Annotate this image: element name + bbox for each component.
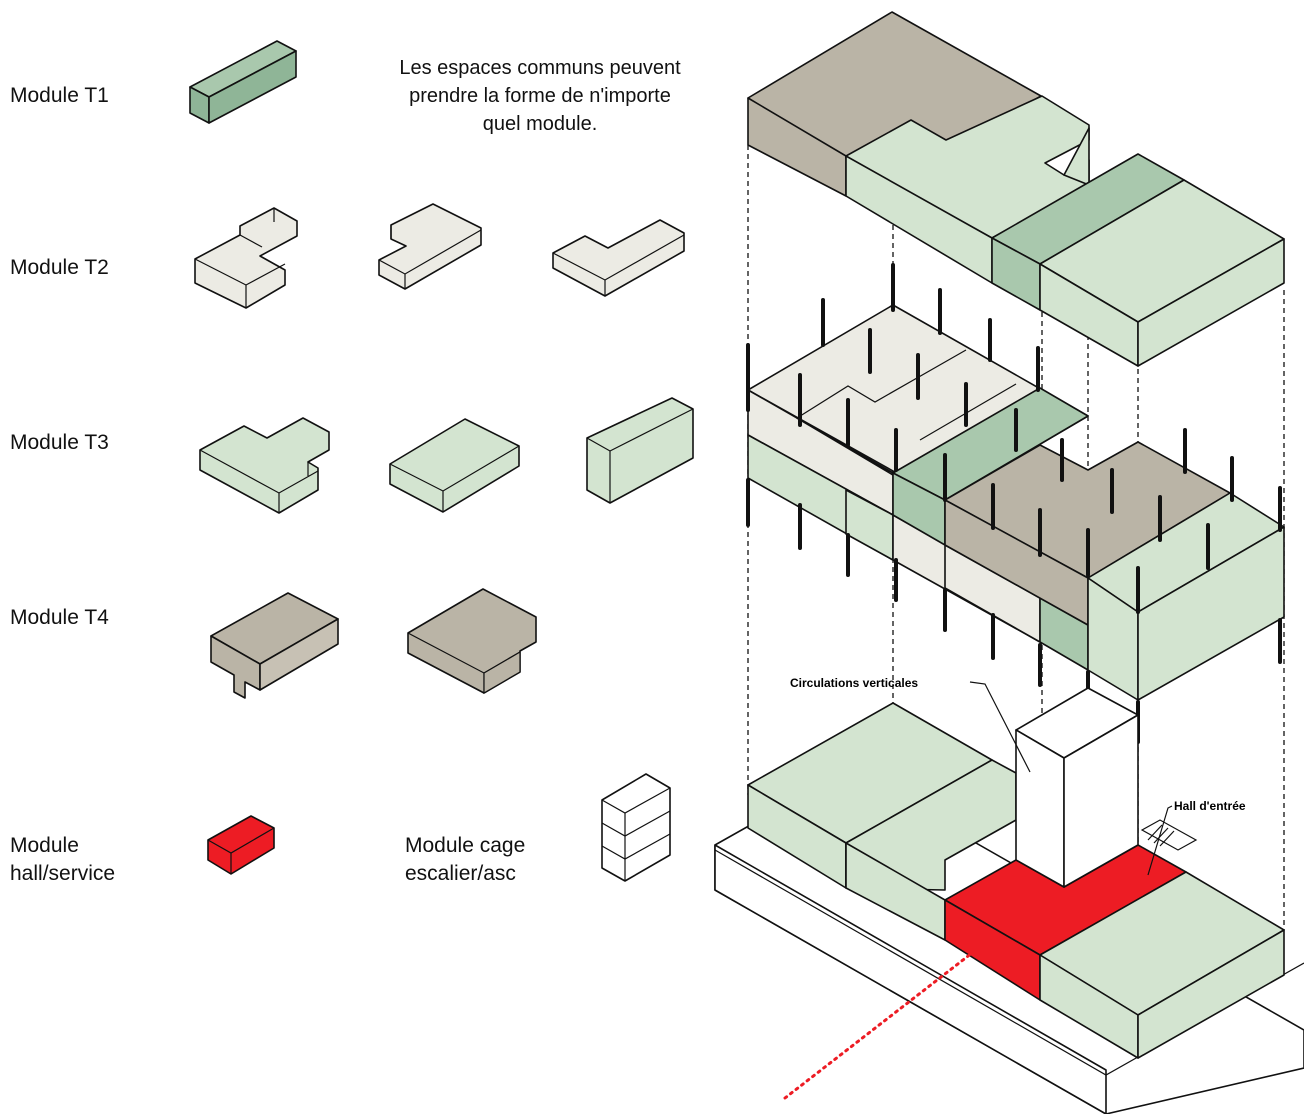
legend-t2-label: Module T2 (10, 256, 109, 279)
legend-stair-label-line1: Module cage (405, 834, 525, 857)
entrance-path-dotted (783, 951, 974, 1100)
common-spaces-note: Les espaces communs peuvent prendre la f… (399, 57, 681, 135)
note-line-2: prendre la forme de n'importe (409, 85, 671, 107)
legend-hall-label-line2: hall/service (10, 862, 115, 885)
module-t3-icon-a (199, 417, 330, 514)
callout-vertical-circulation: Circulations verticales (790, 676, 1031, 773)
module-hall-icon (207, 815, 275, 875)
ground-level-block (714, 687, 1304, 1114)
legend-t4-label: Module T4 (10, 606, 109, 629)
note-line-1: Les espaces communs peuvent (399, 57, 681, 79)
module-t2-icon-c (552, 219, 685, 297)
structural-posts (746, 263, 1282, 744)
callout-entrance-hall: Hall d'entrée (1147, 799, 1246, 876)
callout-vertical-circulation-label: Circulations verticales (790, 676, 918, 690)
legend: Module T1 Module T2 Module T3 Module T4 … (10, 84, 525, 885)
legend-t3-label: Module T3 (10, 431, 109, 454)
legend-stair-label-line2: escalier/asc (405, 862, 516, 885)
module-t1-icon (189, 40, 297, 124)
middle-level-block (747, 304, 1285, 701)
callout-entrance-hall-label: Hall d'entrée (1174, 799, 1246, 813)
module-t4-icon-a (210, 592, 339, 699)
top-level-block (747, 11, 1285, 367)
module-t3-icon-c (586, 397, 694, 504)
module-stair-icon (601, 773, 671, 882)
module-t2-icon-a (194, 207, 298, 309)
module-t4-icon-b (407, 588, 537, 695)
note-line-3: quel module. (483, 113, 598, 135)
legend-hall-label-line1: Module (10, 834, 79, 857)
module-t2-icon-b (378, 203, 482, 290)
module-t3-icon-b (389, 418, 520, 513)
legend-t1-label: Module T1 (10, 84, 109, 107)
